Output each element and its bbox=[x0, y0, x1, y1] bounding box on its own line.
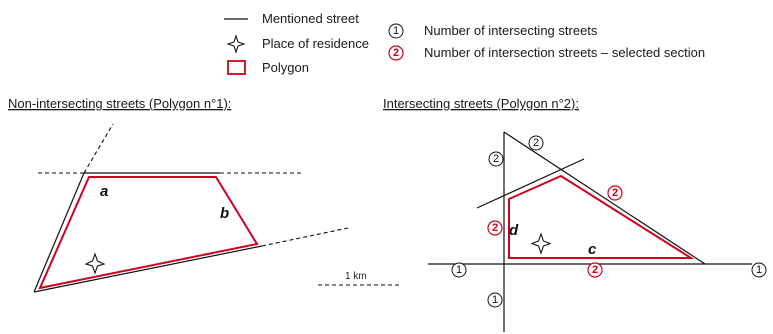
street-label-b: b bbox=[220, 205, 229, 222]
street-diagonal-long bbox=[503, 131, 706, 265]
legend-intersect-selected-label: Number of intersection streets – selecte… bbox=[424, 45, 705, 60]
panel-left: Non-intersecting streets (Polygon n°1): … bbox=[8, 96, 349, 293]
legend-mentioned-street-label: Mentioned street bbox=[262, 11, 359, 26]
legend-badge-selected-icon bbox=[388, 45, 404, 61]
polygon-2 bbox=[508, 174, 695, 259]
legend: Mentioned street Place of residence Poly… bbox=[224, 11, 705, 75]
badge-hypotenuse-text: 2 bbox=[612, 187, 618, 199]
legend-badge-normal-text: 1 bbox=[393, 25, 399, 37]
residence-star-icon-2 bbox=[530, 232, 552, 255]
street-a-solid bbox=[33, 172, 85, 293]
residence-star-icon-1 bbox=[84, 252, 106, 275]
legend-polygon-label: Polygon bbox=[262, 60, 309, 75]
panel-right-title: Intersecting streets (Polygon n°2): bbox=[383, 96, 579, 111]
badge-bottom-side-text: 2 bbox=[592, 264, 598, 276]
badge-top-right-text: 2 bbox=[533, 137, 539, 149]
street-label-d: d bbox=[509, 222, 519, 239]
badge-left-side-icon bbox=[487, 220, 503, 236]
street-label-c: c bbox=[588, 241, 597, 258]
legend-residence-star-icon bbox=[226, 34, 246, 54]
legend-intersect-count-label: Number of intersecting streets bbox=[424, 23, 598, 38]
badge-bottom-icon bbox=[487, 292, 503, 308]
street-diagonal-short bbox=[476, 158, 585, 209]
badge-hypotenuse-icon bbox=[607, 185, 623, 201]
legend-badge-selected-text: 2 bbox=[393, 47, 399, 59]
street-bottom-dashed bbox=[261, 227, 349, 247]
badge-bottom-text: 1 bbox=[492, 294, 498, 306]
badge-bottom-side-icon bbox=[587, 262, 603, 278]
street-bottom-solid bbox=[33, 245, 263, 293]
badge-far-left-icon bbox=[451, 262, 467, 278]
street-label-a: a bbox=[100, 183, 108, 200]
legend-residence-label: Place of residence bbox=[262, 36, 369, 51]
scale-bar: 1 km bbox=[318, 271, 402, 286]
polygon-1 bbox=[38, 176, 259, 290]
badge-far-right-text: 1 bbox=[756, 264, 762, 276]
panel-right: Intersecting streets (Polygon n°2): d c … bbox=[383, 96, 767, 332]
street-a-dashed-up bbox=[83, 123, 114, 174]
panel-left-title: Non-intersecting streets (Polygon n°1): bbox=[8, 96, 231, 111]
legend-polygon-swatch bbox=[227, 60, 246, 75]
badge-top-left-text: 2 bbox=[493, 153, 499, 165]
badge-far-left-text: 1 bbox=[456, 264, 462, 276]
badge-far-right-icon bbox=[751, 262, 767, 278]
badge-top-left-icon bbox=[488, 151, 504, 167]
legend-badge-normal-icon bbox=[388, 23, 404, 39]
scale-label: 1 km bbox=[345, 271, 367, 282]
badge-left-side-text: 2 bbox=[492, 222, 498, 234]
badge-top-right-icon bbox=[528, 135, 544, 151]
